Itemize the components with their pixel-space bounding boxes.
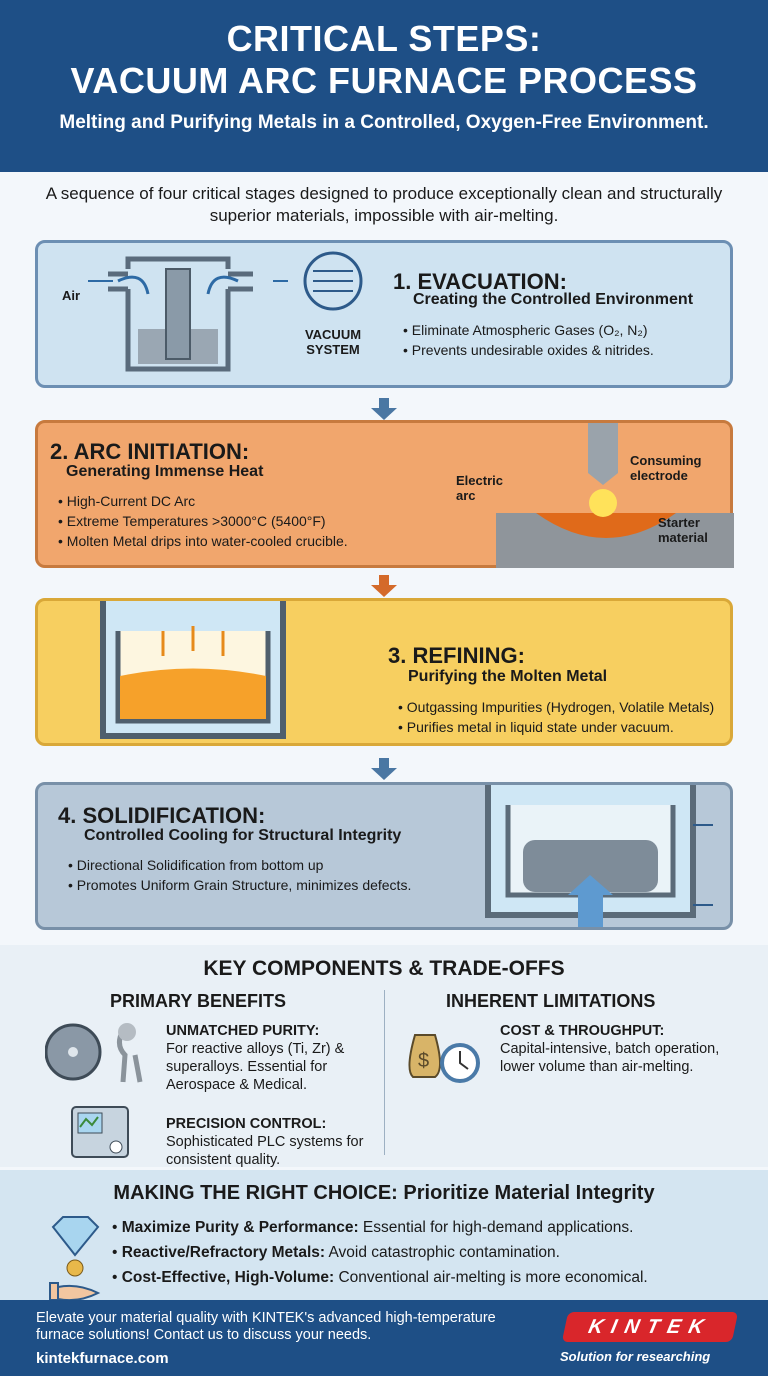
consuming-electrode-label: Consuming electrode — [630, 453, 702, 483]
choice-item-bold: Maximize Purity & Performance: — [121, 1219, 359, 1236]
choice-list: • Maximize Purity & Performance: Essenti… — [112, 1215, 648, 1290]
step-title: 2. ARC INITIATION: — [50, 439, 250, 464]
benefit-text: Sophisticated PLC systems for consistent… — [166, 1134, 364, 1168]
bullet: Extreme Temperatures >3000°C (5400°F) — [58, 511, 348, 531]
arrow-down-icon — [371, 575, 397, 597]
step-title: 4. SOLIDIFICATION: — [58, 803, 266, 828]
benefit-precision: PRECISION CONTROL: Sophisticated PLC sys… — [166, 1115, 376, 1169]
header: CRITICAL STEPS: VACUUM ARC FURNACE PROCE… — [0, 0, 768, 172]
step-subtitle: Creating the Controlled Environment — [413, 291, 694, 308]
footer: Elevate your material quality with KINTE… — [0, 1300, 768, 1376]
bullet: High-Current DC Arc — [58, 491, 348, 511]
choice-title: MAKING THE RIGHT CHOICE: Prioritize Mate… — [113, 1182, 655, 1204]
choice-item-text: Conventional air-melting is more economi… — [334, 1269, 648, 1286]
tradeoffs-title: KEY COMPONENTS & TRADE-OFFS — [203, 957, 565, 980]
benefit-title: PRECISION CONTROL: — [166, 1116, 327, 1132]
limitation-text: Capital-intensive, batch operation, lowe… — [500, 1041, 720, 1075]
choice-section: MAKING THE RIGHT CHOICE: Prioritize Mate… — [0, 1170, 768, 1302]
choice-item-bold: Cost-Effective, High-Volume: — [121, 1269, 335, 1286]
bullet: Outgassing Impurities (Hydrogen, Volatil… — [398, 697, 714, 717]
tradeoffs-section: KEY COMPONENTS & TRADE-OFFS PRIMARY BENE… — [0, 945, 768, 1169]
vacuum-system-label: VACUUM SYSTEM — [304, 327, 362, 357]
title-line-1: CRITICAL STEPS: — [226, 18, 542, 59]
arrow-down-icon — [371, 398, 397, 420]
footer-text: Elevate your material quality with KINTE… — [36, 1310, 496, 1343]
choice-item: • Reactive/Refractory Metals: Avoid cata… — [112, 1244, 560, 1261]
step-arc-initiation: 2. ARC INITIATION: Generating Immense He… — [35, 420, 734, 568]
choice-item: • Maximize Purity & Performance: Essenti… — [112, 1219, 634, 1236]
bullet: Prevents undesirable oxides & nitrides. — [403, 340, 654, 360]
step-subtitle: Purifying the Molten Metal — [408, 668, 608, 685]
step-subtitle: Controlled Cooling for Structural Integr… — [84, 827, 402, 844]
bullet: Purifies metal in liquid state under vac… — [398, 717, 714, 737]
intro-text: A sequence of four critical stages desig… — [45, 184, 723, 225]
step-evacuation: Air VACUUM SYSTEM 1. EVACUATION: Creatin… — [35, 240, 733, 388]
air-label: Air — [62, 288, 81, 303]
bullet: Eliminate Atmospheric Gases (O₂, N₂) — [403, 320, 654, 340]
kintek-logo: KINTEK — [561, 1312, 739, 1342]
website-link[interactable]: kintekfurnace.com — [36, 1350, 169, 1367]
benefit-text: For reactive alloys (Ti, Zr) & superallo… — [166, 1041, 345, 1093]
choice-item: • Cost-Effective, High-Volume: Conventio… — [112, 1269, 648, 1286]
benefit-purity: UNMATCHED PURITY: For reactive alloys (T… — [166, 1022, 376, 1094]
money-bag-clock-icon: $ — [408, 1034, 480, 1083]
turbine-and-bone-icon — [45, 1023, 143, 1083]
arrow-down-icon — [371, 758, 397, 780]
choice-item-text: Avoid catastrophic contamination. — [325, 1244, 560, 1261]
limitations-heading: INHERENT LIMITATIONS — [446, 991, 656, 1011]
electric-arc-diagram-icon — [496, 423, 734, 568]
benefits-heading: PRIMARY BENEFITS — [110, 991, 287, 1011]
bullet: Directional Solidification from bottom u… — [68, 855, 411, 875]
evacuation-diagram-icon — [88, 251, 363, 372]
step-refining: 3. REFINING: Purifying the Molten Metal … — [35, 598, 733, 746]
step-solidification: 4. SOLIDIFICATION: Controlled Cooling fo… — [35, 782, 733, 930]
subtitle: Melting and Purifying Metals in a Contro… — [59, 112, 709, 133]
bullet: Promotes Uniform Grain Structure, minimi… — [68, 875, 412, 895]
logo-tagline: Solution for researching — [560, 1349, 711, 1364]
title-line-2: VACUUM ARC FURNACE PROCESS — [70, 60, 698, 101]
step-title: 3. REFINING: — [388, 643, 525, 668]
choice-item-bold: Reactive/Refractory Metals: — [121, 1244, 326, 1261]
diamond-and-coin-icon — [49, 1216, 101, 1302]
electric-arc-label: Electric arc — [456, 473, 503, 503]
refining-crucible-icon — [100, 601, 286, 739]
choice-item-text: Essential for high-demand applications. — [358, 1219, 634, 1236]
limitation-title: COST & THROUGHPUT: — [500, 1023, 665, 1039]
benefit-title: UNMATCHED PURITY: — [166, 1023, 320, 1039]
bullet: Molten Metal drips into water-cooled cru… — [58, 531, 348, 551]
divider — [384, 990, 385, 1155]
starter-material-label: Starter material — [658, 515, 708, 545]
step-subtitle: Generating Immense Heat — [66, 463, 264, 480]
solidification-crucible-icon — [485, 785, 713, 927]
step-title: 1. EVACUATION: — [393, 269, 567, 294]
control-panel-icon — [71, 1106, 129, 1158]
limitation-cost: COST & THROUGHPUT: Capital-intensive, ba… — [500, 1022, 720, 1076]
svg-text:$: $ — [418, 1050, 429, 1072]
